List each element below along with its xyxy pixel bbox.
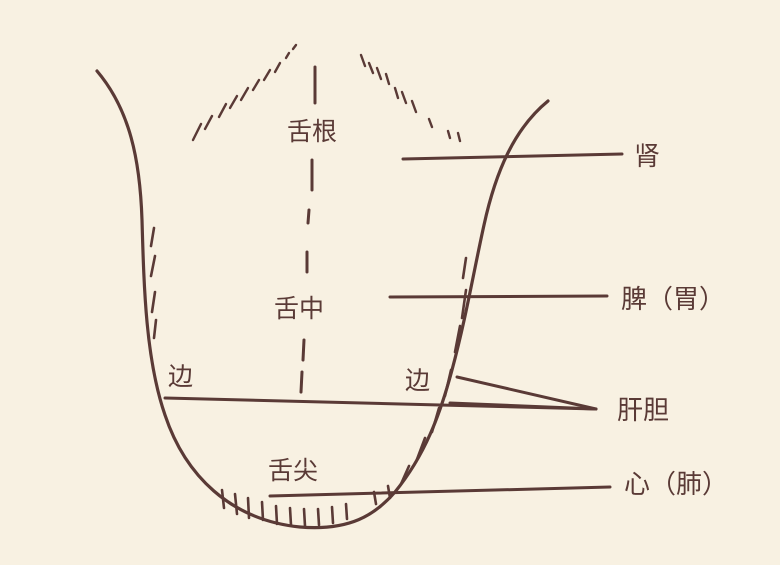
spleen-leader <box>388 294 609 299</box>
label-spleen-stomach: 脾（胃） <box>621 285 726 315</box>
label-root: 舌根 <box>287 117 338 146</box>
tongue-outline <box>95 69 550 530</box>
root-hatching <box>191 43 462 143</box>
label-middle: 舌中 <box>274 294 325 323</box>
label-liver-gallbladder: 肝胆 <box>617 396 670 426</box>
kidney-leader <box>401 152 624 161</box>
liver-leader-right-upper <box>455 375 598 411</box>
label-tip: 舌尖 <box>268 456 319 485</box>
label-edge-right: 边 <box>405 366 431 395</box>
label-edge-left: 边 <box>168 362 194 391</box>
heart-leader <box>268 485 612 498</box>
leader-lines <box>163 152 624 498</box>
center-dashed-line <box>299 65 317 394</box>
label-heart-lung: 心（肺） <box>624 470 729 500</box>
left-edge-hatching <box>149 226 158 340</box>
label-kidney: 肾 <box>634 142 661 172</box>
liver-leader-right-lower <box>448 401 598 411</box>
right-edge-hatching <box>399 256 468 486</box>
